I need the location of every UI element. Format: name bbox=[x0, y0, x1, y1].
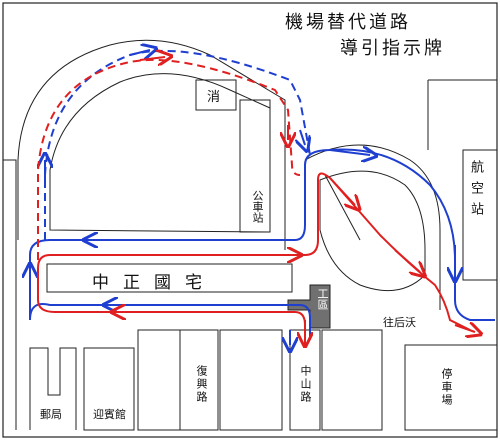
inner-north-block bbox=[49, 73, 271, 233]
parking-lot-label: 停車場 bbox=[440, 368, 453, 407]
terminal-box bbox=[462, 149, 498, 281]
industrial-zone-label: 工區 bbox=[316, 288, 329, 310]
guesthouse-block bbox=[83, 347, 135, 431]
post-office-label: 郵局 bbox=[40, 408, 62, 421]
zhongzheng-residence-box bbox=[46, 263, 293, 293]
industrial-zone bbox=[287, 284, 331, 329]
loop-outer bbox=[304, 144, 441, 310]
terminal-label: 航空站 bbox=[468, 160, 483, 223]
zhongshan-road-label: 中山路 bbox=[299, 365, 312, 404]
fuxing-road-label: 復興路 bbox=[195, 365, 208, 404]
bus-station-label: 公車站 bbox=[251, 190, 264, 223]
left-boundary bbox=[3, 159, 17, 430]
fuxing-road-block bbox=[179, 329, 219, 431]
red-route bbox=[37, 57, 475, 345]
post-office-block bbox=[29, 347, 77, 430]
north-block-outline bbox=[17, 39, 286, 250]
fire-station-box bbox=[195, 79, 237, 111]
parking-lot-block bbox=[404, 344, 498, 431]
map-title-line2: 導引指示牌 bbox=[340, 38, 445, 59]
blue-route bbox=[30, 50, 495, 345]
bus-station-box bbox=[239, 99, 271, 233]
map-title-line1: 機場替代道路 bbox=[285, 12, 411, 33]
guesthouse-label: 迎賓館 bbox=[93, 408, 126, 421]
fire-station-label: 消 bbox=[207, 90, 221, 105]
to-houhu-label: 往后沃 bbox=[383, 316, 416, 329]
loop-inner bbox=[319, 170, 426, 292]
zhongzheng-residence-label: 中正國宅 bbox=[92, 273, 216, 293]
